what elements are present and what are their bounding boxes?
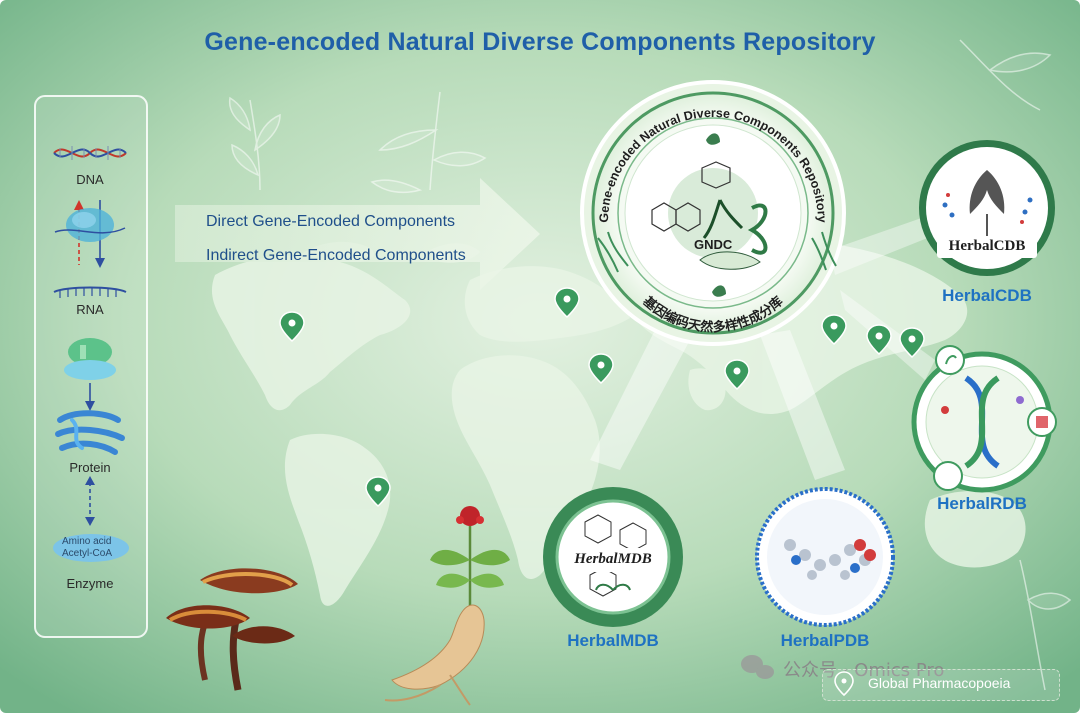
herbalcdb-node	[919, 140, 1055, 276]
herbalcdb-label: HerbalCDB	[942, 286, 1032, 305]
polymerase-icon	[54, 208, 126, 242]
herb-silhouettes	[228, 39, 1072, 691]
dna-label: DNA	[76, 172, 104, 187]
direct-components-label: Direct Gene-Encoded Components	[206, 213, 456, 230]
rna-strand-icon	[53, 286, 127, 298]
protein-label: Protein	[69, 460, 111, 475]
protein-icon	[55, 410, 125, 455]
herbalpdb-label: HerbalPDB	[780, 631, 870, 650]
ribosome-icon	[64, 338, 116, 380]
herbalcdb-badge: HerbalCDB	[948, 238, 1026, 254]
ginseng-icon	[384, 506, 510, 706]
amino-acid-label: Amino acid	[62, 536, 112, 547]
gndc-hub	[580, 80, 846, 346]
gndc-core-label: GNDC	[694, 237, 733, 252]
amino-acid-pill	[53, 534, 129, 562]
herbalmdb-label: HerbalMDB	[567, 631, 659, 650]
enzyme-label: Enzyme	[66, 576, 114, 591]
herbalrdb-node	[911, 345, 1057, 493]
herbalrdb-label: HerbalRDB	[937, 494, 1027, 513]
global-pharmacopoeia-badge	[822, 669, 1060, 701]
page-title: Gene-encoded Natural Diverse Components …	[204, 28, 876, 56]
rna-label: RNA	[76, 302, 104, 317]
herbalpdb-node	[755, 487, 895, 627]
reishi-mushroom-icon	[166, 568, 298, 691]
gene-encoding-arrow	[175, 178, 540, 290]
global-pharmacopoeia-label: Global Pharmacopoeia	[868, 675, 1011, 691]
herbalmdb-node	[543, 487, 683, 627]
wechat-watermark: 公众号 · Omics Pro	[783, 660, 945, 681]
wechat-icon	[741, 655, 774, 679]
acetyl-coa-label: Acetyl-CoA	[62, 548, 113, 559]
dna-helix-icon	[53, 146, 127, 160]
herbalmdb-badge: HerbalMDB	[574, 551, 652, 567]
indirect-components-label: Indirect Gene-Encoded Components	[206, 247, 466, 264]
location-pin-icon	[834, 671, 854, 697]
